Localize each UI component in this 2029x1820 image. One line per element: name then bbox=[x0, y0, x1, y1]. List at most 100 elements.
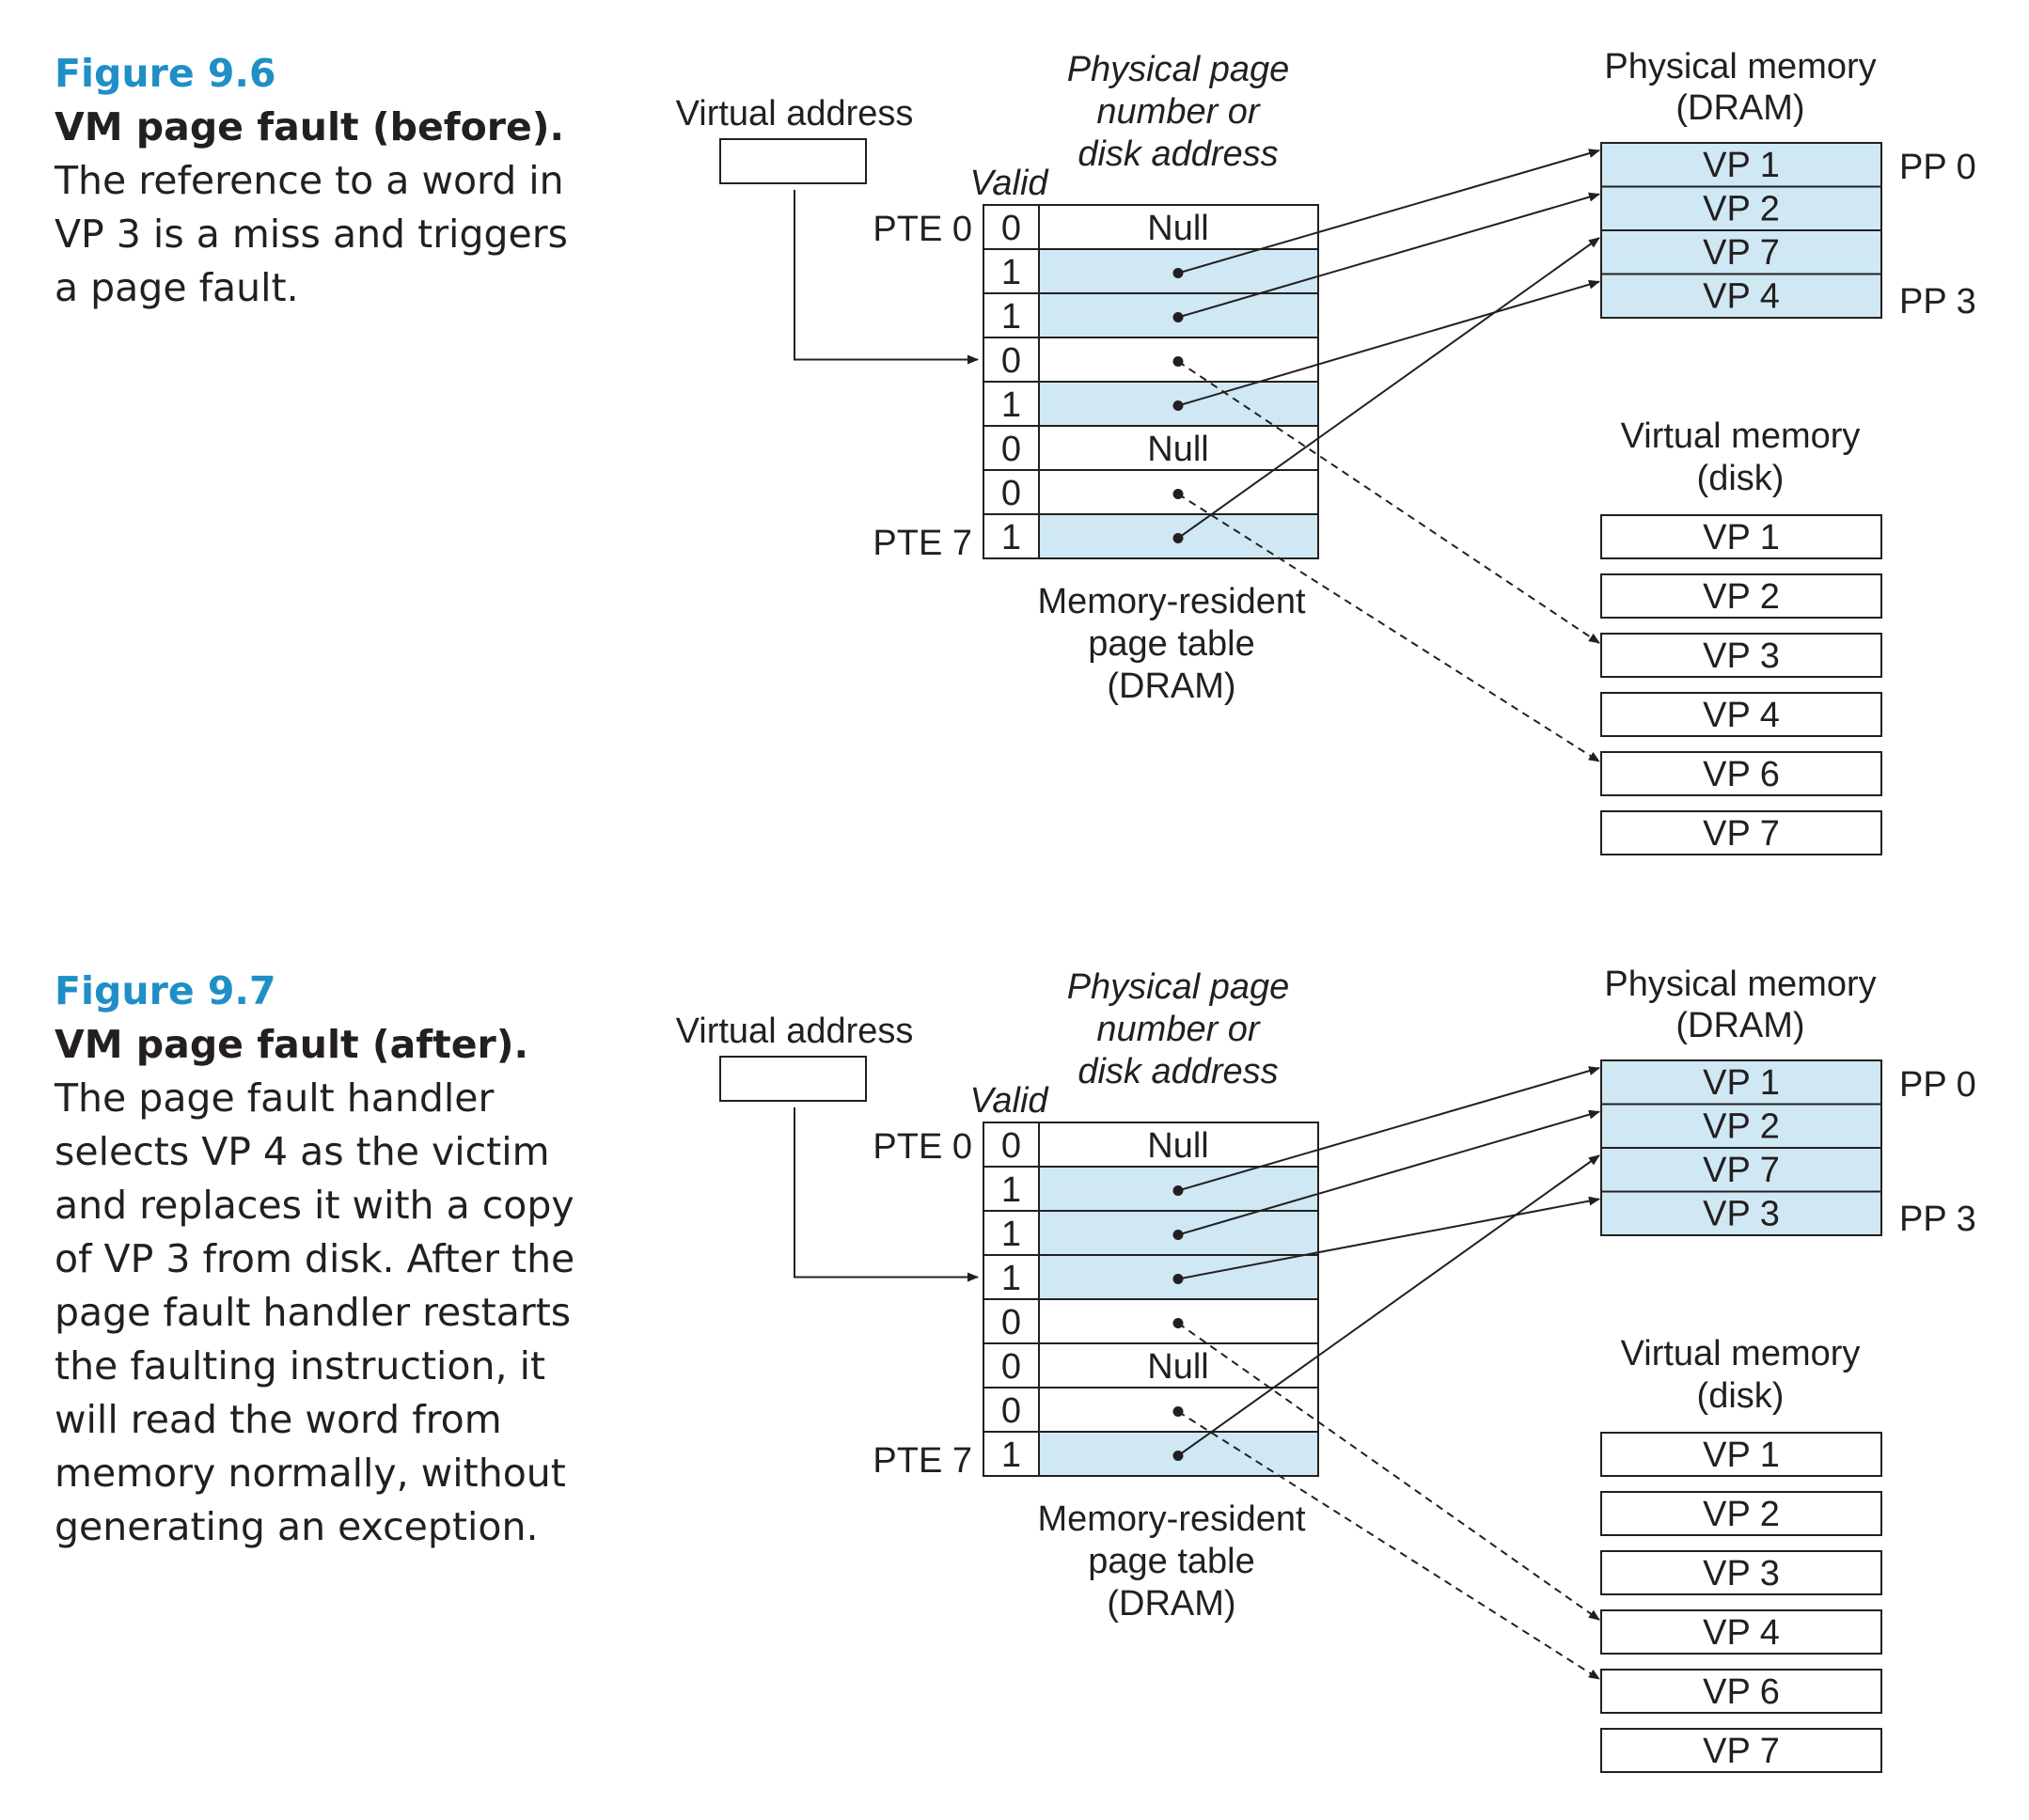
pp0-label: PP 0 bbox=[1899, 1065, 1976, 1105]
disk-page-cell bbox=[1600, 1728, 1882, 1773]
pte-valid-bit: 1 bbox=[1001, 1215, 1021, 1254]
disk-page-label: VP 7 bbox=[1703, 1732, 1780, 1771]
virtual-memory-title-line: Virtual memory bbox=[1621, 1334, 1861, 1373]
physical-page-cell bbox=[1600, 1190, 1882, 1236]
pte-valid-bit: 1 bbox=[1001, 1436, 1021, 1475]
physical-page-cell bbox=[1600, 1059, 1882, 1106]
pte-valid-bit: 0 bbox=[1001, 430, 1021, 469]
pte-valid-cell bbox=[983, 1387, 1040, 1433]
figure-body: The reference to a word in VP 3 is a mis… bbox=[55, 158, 568, 310]
figure-title: VM page fault (after). bbox=[55, 1022, 529, 1067]
virtual-address-arrow bbox=[794, 1107, 979, 1282]
disk-page-label: VP 1 bbox=[1703, 1436, 1780, 1475]
physical-page-label: VP 7 bbox=[1703, 233, 1780, 273]
pte-valid-cell bbox=[983, 1298, 1040, 1344]
disk-page-label: VP 4 bbox=[1703, 696, 1780, 735]
pp0-label: PP 0 bbox=[1899, 148, 1976, 187]
pp3-label: PP 3 bbox=[1899, 282, 1976, 322]
disk-page-label: VP 6 bbox=[1703, 1672, 1780, 1712]
pte-valid-cell bbox=[983, 1254, 1040, 1300]
physical-page-cell bbox=[1600, 273, 1882, 319]
pte-valid-cell bbox=[983, 425, 1040, 471]
disk-page-cell bbox=[1600, 1550, 1882, 1595]
ppn-header-line: number or bbox=[1096, 92, 1261, 132]
pte-valid-cell bbox=[983, 337, 1040, 383]
virtual-address-box bbox=[719, 138, 867, 184]
disk-pointer-arrow bbox=[1177, 360, 1600, 644]
virtual-address-box bbox=[719, 1056, 867, 1102]
valid-header: Valid bbox=[969, 164, 1049, 203]
figure-label: Figure 9.7 bbox=[55, 968, 276, 1013]
disk-page-cell bbox=[1600, 692, 1882, 737]
physical-memory-title-line: Physical memory bbox=[1604, 965, 1876, 1004]
pte-valid-bit: 0 bbox=[1001, 209, 1021, 248]
pte7-label: PTE 7 bbox=[873, 1441, 972, 1481]
valid-header: Valid bbox=[969, 1081, 1049, 1121]
resident-pointer-arrow bbox=[1177, 1066, 1600, 1192]
pte-valid-bit: 1 bbox=[1001, 297, 1021, 337]
virtual-memory-title-line: Virtual memory bbox=[1621, 416, 1861, 456]
pte-valid-cell bbox=[983, 381, 1040, 427]
pte-valid-bit: 0 bbox=[1001, 1126, 1021, 1166]
virtual-address-arrow bbox=[794, 190, 979, 365]
page-table-caption-line: Memory-resident bbox=[1037, 1499, 1306, 1539]
pte0-label: PTE 0 bbox=[873, 210, 972, 249]
disk-pointer-arrow bbox=[1177, 493, 1600, 762]
physical-memory-title-line: (DRAM) bbox=[1675, 1006, 1804, 1045]
pte-valid-cell bbox=[983, 248, 1040, 294]
pte-valid-bit: 1 bbox=[1001, 518, 1021, 557]
pte-valid-bit: 1 bbox=[1001, 385, 1021, 425]
disk-page-label: VP 3 bbox=[1703, 1554, 1780, 1593]
pte-null-label: Null bbox=[1147, 209, 1208, 248]
pp3-label: PP 3 bbox=[1899, 1200, 1976, 1239]
physical-page-label: VP 3 bbox=[1703, 1195, 1780, 1234]
physical-page-cell bbox=[1600, 1147, 1882, 1193]
page-table-caption-line: page table bbox=[1088, 1542, 1255, 1581]
disk-page-cell bbox=[1600, 633, 1882, 678]
pte-data-cell bbox=[1038, 1342, 1319, 1389]
pte-valid-bit: 0 bbox=[1001, 1391, 1021, 1431]
disk-page-label: VP 3 bbox=[1703, 636, 1780, 676]
pte-null-label: Null bbox=[1147, 1347, 1208, 1387]
disk-page-label: VP 7 bbox=[1703, 814, 1780, 854]
page-table-caption-line: (DRAM) bbox=[1107, 667, 1235, 706]
disk-page-cell bbox=[1600, 810, 1882, 855]
pte-valid-bit: 1 bbox=[1001, 1170, 1021, 1210]
physical-page-label: VP 4 bbox=[1703, 277, 1780, 317]
pte-valid-cell bbox=[983, 1431, 1040, 1477]
physical-page-label: VP 1 bbox=[1703, 146, 1780, 185]
pte-valid-cell bbox=[983, 292, 1040, 338]
resident-pointer-arrow bbox=[1177, 149, 1600, 275]
disk-page-cell bbox=[1600, 751, 1882, 796]
pte-valid-bit: 0 bbox=[1001, 474, 1021, 513]
disk-pointer-arrow bbox=[1177, 1322, 1600, 1621]
disk-page-cell bbox=[1600, 1491, 1882, 1536]
disk-page-cell bbox=[1600, 573, 1882, 619]
physical-page-cell bbox=[1600, 1103, 1882, 1149]
disk-page-cell bbox=[1600, 1432, 1882, 1477]
disk-page-cell bbox=[1600, 514, 1882, 559]
pte-valid-bit: 0 bbox=[1001, 1347, 1021, 1387]
resident-pointer-arrow bbox=[1177, 1154, 1600, 1457]
page-table-caption-line: page table bbox=[1088, 624, 1255, 664]
resident-pointer-arrow bbox=[1177, 237, 1600, 540]
figure-9-7-caption: Figure 9.7 VM page fault (after). The pa… bbox=[55, 965, 581, 1554]
virtual-memory-title-line: (disk) bbox=[1697, 1376, 1785, 1416]
disk-page-label: VP 2 bbox=[1703, 1495, 1780, 1534]
pte-null-label: Null bbox=[1147, 1126, 1208, 1166]
pte7-label: PTE 7 bbox=[873, 524, 972, 563]
figure-body: The page fault handler selects VP 4 as t… bbox=[55, 1075, 575, 1549]
pte-valid-cell bbox=[983, 1342, 1040, 1389]
physical-page-cell bbox=[1600, 229, 1882, 275]
virtual-memory-title-line: (disk) bbox=[1697, 459, 1785, 498]
ppn-header-line: Physical page bbox=[1067, 50, 1290, 89]
disk-page-label: VP 4 bbox=[1703, 1613, 1780, 1653]
ppn-header-line: Physical page bbox=[1067, 967, 1290, 1007]
physical-page-label: VP 2 bbox=[1703, 1107, 1780, 1147]
page-table-caption-line: (DRAM) bbox=[1107, 1584, 1235, 1624]
disk-page-label: VP 1 bbox=[1703, 518, 1780, 557]
ppn-header-line: disk address bbox=[1077, 1052, 1278, 1091]
pte-valid-bit: 0 bbox=[1001, 1303, 1021, 1342]
